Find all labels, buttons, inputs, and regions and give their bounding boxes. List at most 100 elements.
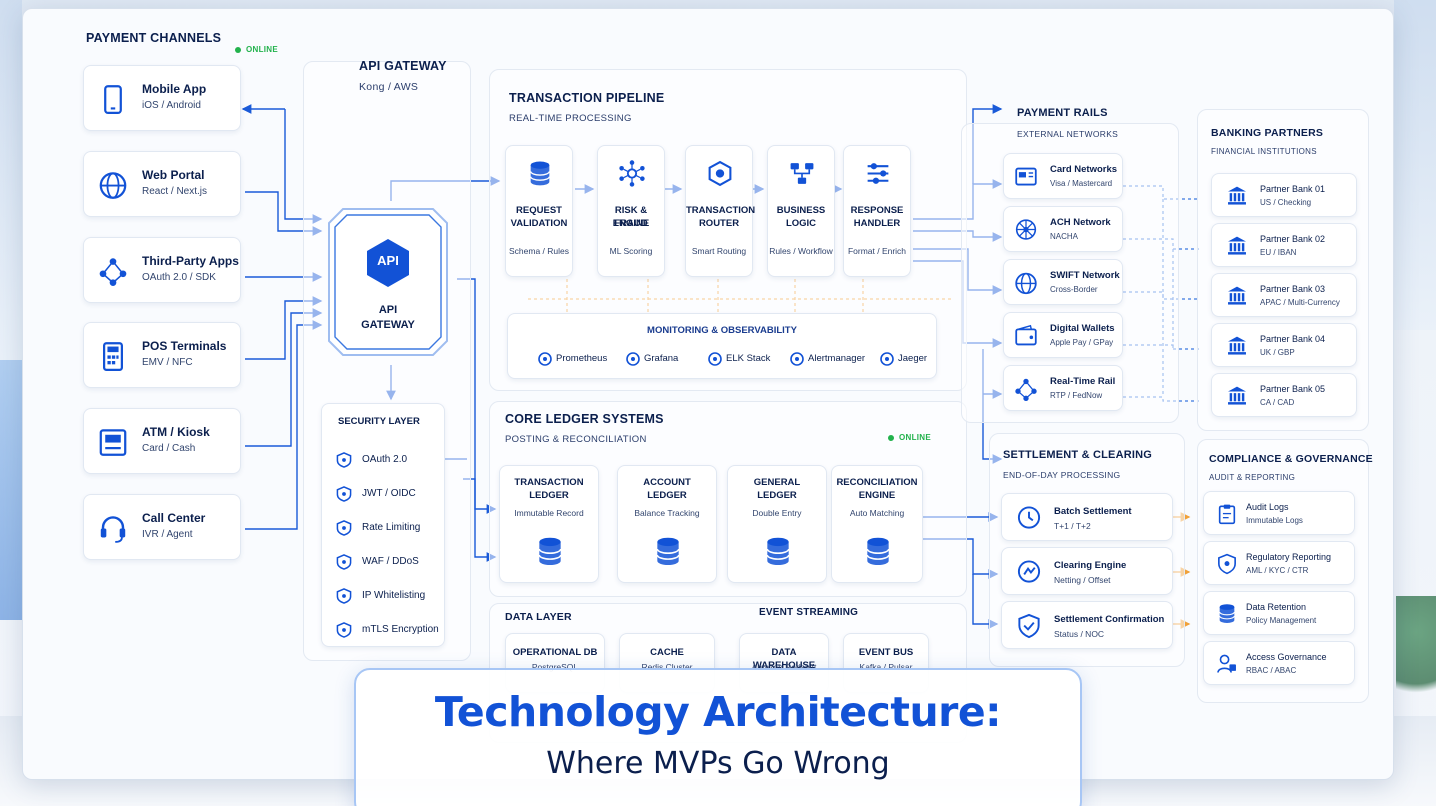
channel-card[interactable]: Call Center IVR / Agent [83, 494, 241, 560]
rail-sub: Apple Pay / GPay [1050, 338, 1114, 347]
ledger-card[interactable]: GENERAL LEDGER Double Entry [727, 465, 827, 583]
monitoring-tool-icon [538, 352, 552, 366]
compliance-card[interactable]: Access Governance RBAC / ABAC [1203, 641, 1355, 685]
compliance-card[interactable]: Data Retention Policy Management [1203, 591, 1355, 635]
bank-sub: EU / IBAN [1260, 248, 1297, 257]
ledger-database-icon [866, 537, 890, 566]
bank-card[interactable]: Partner Bank 04 UK / GBP [1211, 323, 1357, 367]
network-icon [1015, 378, 1037, 401]
rail-card[interactable]: Card Networks Visa / Mastercard [1003, 153, 1123, 199]
rail-title: SWIFT Network [1050, 270, 1120, 281]
ledger-card[interactable]: RECONCILIATION ENGINE Auto Matching [831, 465, 923, 583]
security-item: OAuth 2.0 [362, 454, 408, 465]
bank-sub: CA / CAD [1260, 398, 1295, 407]
channel-card[interactable]: Third-Party Apps OAuth 2.0 / SDK [83, 237, 241, 303]
channel-card[interactable]: Mobile App iOS / Android [83, 65, 241, 131]
pipeline-title: TRANSACTION PIPELINE [509, 91, 665, 105]
bank-card[interactable]: Partner Bank 02 EU / IBAN [1211, 223, 1357, 267]
data-store-title: CACHE [650, 647, 684, 658]
ledger-sub: Balance Tracking [634, 508, 700, 518]
settlement-item-title: Batch Settlement [1054, 506, 1132, 517]
compliance-card[interactable]: Audit Logs Immutable Logs [1203, 491, 1355, 535]
monitoring-tool: Grafana [644, 353, 679, 364]
atm-icon [99, 429, 127, 456]
channel-card[interactable]: Web Portal React / Next.js [83, 151, 241, 217]
compliance-sub: AUDIT & REPORTING [1209, 473, 1296, 482]
step-line1: BUSINESS [776, 205, 826, 216]
banner-title: Technology Architecture: [434, 688, 1002, 736]
clock-icon [1017, 506, 1041, 529]
monitoring-tool: Alertmanager [808, 353, 866, 364]
monitoring-card[interactable]: MONITORING & OBSERVABILITY Prometheus Gr… [507, 313, 937, 379]
settlement-card[interactable]: Settlement Confirmation Status / NOC [1001, 601, 1173, 649]
bank-sub: US / Checking [1260, 198, 1312, 207]
compliance-card[interactable]: Regulatory Reporting AML / KYC / CTR [1203, 541, 1355, 585]
bank-icon [1228, 186, 1246, 205]
banks-title: BANKING PARTNERS [1211, 127, 1324, 139]
compliance-item-sub: Policy Management [1246, 616, 1317, 625]
bank-sub: UK / GBP [1260, 348, 1295, 357]
bank-icon [1228, 286, 1246, 305]
step-line2: ROUTER [698, 218, 740, 229]
gateway-label-line2: GATEWAY [361, 319, 415, 331]
compliance-item-title: Regulatory Reporting [1246, 552, 1332, 562]
settlement-card[interactable]: Batch Settlement T+1 / T+2 [1001, 493, 1173, 541]
bank-card[interactable]: Partner Bank 01 US / Checking [1211, 173, 1357, 217]
step-line1: RESPONSE [850, 205, 904, 216]
gateway-label-line1: API [378, 304, 398, 316]
ledger-line2: LEDGER [529, 490, 569, 501]
ledger-database-icon [766, 537, 790, 566]
monitoring-tool: Prometheus [556, 353, 608, 364]
data-store-title: EVENT BUS [858, 647, 914, 658]
flow-icon [790, 163, 814, 184]
pipeline-step-card[interactable]: RESPONSE HANDLER Format / Enrich [843, 145, 911, 277]
rail-card[interactable]: Real-Time Rail RTP / FedNow [1003, 365, 1123, 411]
channels-title: PAYMENT CHANNELS [86, 31, 222, 45]
api-badge-label: API [377, 253, 399, 268]
pipeline-step-card[interactable]: REQUEST VALIDATION Schema / Rules [505, 145, 573, 277]
bank-title: Partner Bank 03 [1260, 284, 1326, 294]
monitoring-tool: ELK Stack [726, 353, 771, 364]
monitoring-tool-icon [790, 352, 804, 366]
wallet-icon [1015, 324, 1037, 346]
card-reader-icon [1015, 167, 1037, 186]
data-store-title: DATA WAREHOUSE [752, 647, 816, 671]
rail-card[interactable]: SWIFT Network Cross-Border [1003, 259, 1123, 305]
pipeline-step-card[interactable]: RISK & FRAUD ENGINE ML Scoring [597, 145, 665, 277]
data-layer-title: DATA LAYER [505, 611, 572, 623]
monitoring-title: MONITORING & OBSERVABILITY [647, 325, 797, 336]
bank-sub: APAC / Multi-Currency [1260, 298, 1340, 307]
hub-icon [1015, 219, 1037, 240]
channel-card[interactable]: POS Terminals EMV / NFC [83, 322, 241, 388]
security-layer-card[interactable]: SECURITY LAYER OAuth 2.0 JWT / OIDC Rate… [321, 403, 445, 647]
ledger-card[interactable]: TRANSACTION LEDGER Immutable Record [499, 465, 599, 583]
database-icon [1219, 604, 1235, 623]
bank-icon [1228, 336, 1246, 355]
compliance-item-sub: RBAC / ABAC [1246, 666, 1297, 675]
pipeline-step-card[interactable]: BUSINESS LOGIC Rules / Workflow [767, 145, 835, 277]
step-line2: HANDLER [853, 218, 901, 229]
channel-sub: iOS / Android [142, 100, 201, 111]
pipeline-step-card[interactable]: TRANSACTION ROUTER Smart Routing [685, 145, 755, 277]
security-item-icon [336, 622, 352, 638]
security-item: JWT / OIDC [362, 488, 416, 499]
online-indicator [235, 47, 241, 53]
data-store-sub: Kafka / Pulsar [859, 662, 913, 672]
compliance-item-sub: AML / KYC / CTR [1246, 566, 1309, 575]
shield-icon [1218, 553, 1236, 575]
channel-title: POS Terminals [142, 339, 227, 353]
rail-sub: RTP / FedNow [1050, 391, 1103, 400]
bank-card[interactable]: Partner Bank 03 APAC / Multi-Currency [1211, 273, 1357, 317]
step-sub: Smart Routing [691, 246, 747, 256]
rail-card[interactable]: Digital Wallets Apple Pay / GPay [1003, 312, 1123, 358]
network-icon [99, 258, 127, 286]
api-gateway-node[interactable]: API API GATEWAY [325, 201, 451, 363]
bank-icon [1228, 236, 1246, 255]
rail-title: Real-Time Rail [1050, 376, 1116, 387]
channel-card[interactable]: ATM / Kiosk Card / Cash [83, 408, 241, 474]
rail-card[interactable]: ACH Network NACHA [1003, 206, 1123, 252]
channel-sub: OAuth 2.0 / SDK [142, 272, 216, 283]
bank-card[interactable]: Partner Bank 05 CA / CAD [1211, 373, 1357, 417]
settlement-card[interactable]: Clearing Engine Netting / Offset [1001, 547, 1173, 595]
ledger-card[interactable]: ACCOUNT LEDGER Balance Tracking [617, 465, 717, 583]
